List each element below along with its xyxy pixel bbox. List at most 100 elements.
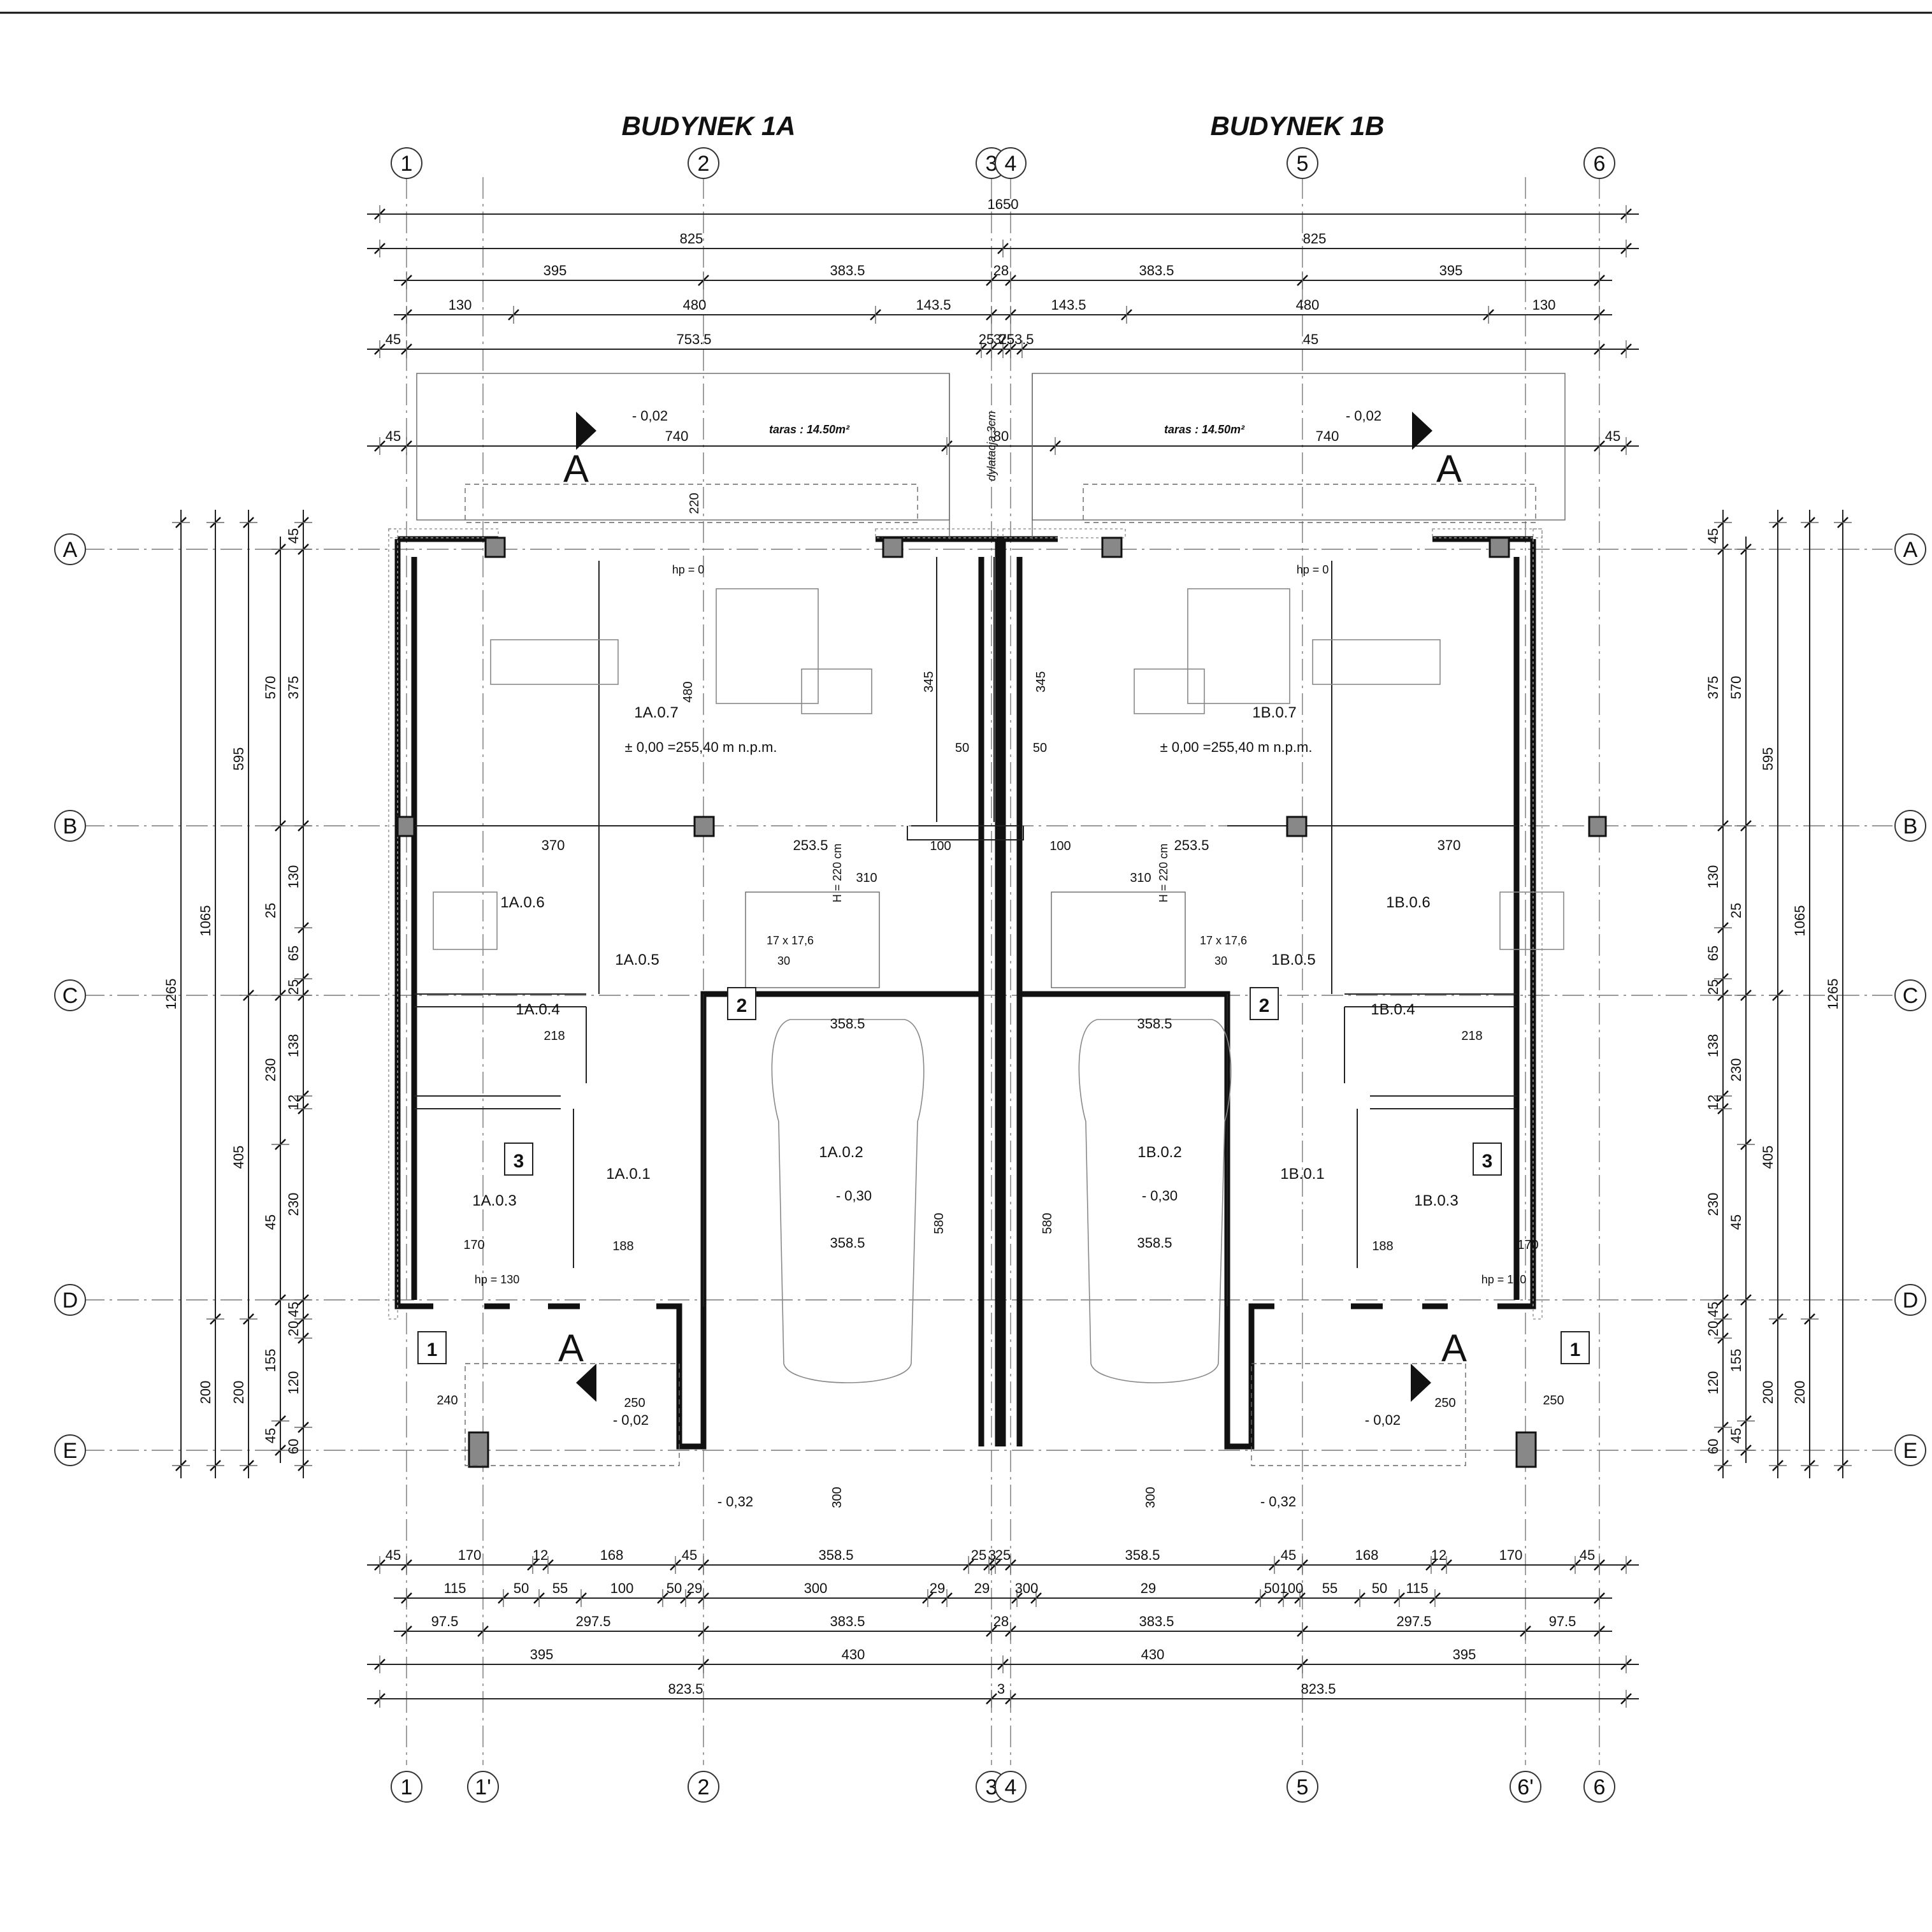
- section-arrow-icon: [576, 412, 596, 450]
- dim-label: 310: [1130, 871, 1151, 885]
- room-label: 1B.0.3: [1414, 1192, 1458, 1209]
- axis-bubble-icon: [54, 979, 86, 1011]
- dimension-label: 170: [1499, 1547, 1523, 1563]
- dimension-label: 50: [1264, 1580, 1280, 1596]
- axis-label: E: [1903, 1439, 1918, 1463]
- dimension-label: 45: [263, 1215, 278, 1230]
- dimension-label: 297.5: [575, 1613, 610, 1629]
- dimension-label: 430: [842, 1647, 865, 1662]
- axis-bubble-icon: [1287, 1771, 1318, 1803]
- dimension-label: 65: [1705, 946, 1721, 961]
- dimension-label: 823.5: [1301, 1681, 1336, 1697]
- room-label: 1B.0.5: [1271, 951, 1315, 969]
- dim-label: 358.5: [1137, 1016, 1172, 1032]
- dim-label: 345: [1034, 671, 1048, 692]
- dim-label: 253.5: [793, 837, 828, 853]
- dimension-label: 29: [930, 1580, 945, 1596]
- entry-number: 1: [427, 1339, 438, 1360]
- dimension-label: 170: [458, 1547, 482, 1563]
- dimension-label: 200: [231, 1381, 247, 1404]
- dimension-label: 570: [1728, 676, 1744, 700]
- dimension-label: 45: [386, 428, 401, 444]
- axis-label: B: [1903, 814, 1918, 839]
- stair-tread-label: 30: [777, 955, 790, 967]
- dimension-label: 383.5: [830, 263, 865, 278]
- axis-bubble-icon: [995, 147, 1027, 179]
- dim-label: 358.5: [830, 1235, 865, 1251]
- dimension-label: 28: [993, 1613, 1009, 1629]
- dimension-label: 168: [600, 1547, 624, 1563]
- room-label: 1A.0.4: [515, 1001, 559, 1018]
- entry-number-box: [1250, 987, 1279, 1020]
- axis-bubble-icon: [54, 1434, 86, 1466]
- dimension-label: 143.5: [1051, 297, 1086, 313]
- stair-step-label: 17 x 17,6: [1200, 934, 1247, 947]
- dimension-label: 45: [1281, 1547, 1296, 1563]
- dim-label: 50: [1033, 741, 1047, 755]
- dimension-label: 28: [993, 263, 1009, 278]
- dimension-label: 130: [449, 297, 472, 313]
- dimension-label: 60: [285, 1439, 301, 1454]
- dim-label: 370: [542, 837, 565, 853]
- dimension-label: 25: [263, 903, 278, 918]
- axis-label: C: [1903, 984, 1919, 1008]
- axis-label: 2: [698, 1775, 710, 1799]
- dimension-label: 823.5: [668, 1681, 703, 1697]
- section-arrow-icon: [576, 1364, 596, 1402]
- dimension-label: 825: [1303, 231, 1327, 247]
- dimension-label: 45: [386, 1547, 401, 1563]
- dimension-label: 115: [443, 1580, 466, 1596]
- dimension-label: 45: [386, 331, 401, 347]
- threshold-label: hp = 130: [475, 1273, 520, 1286]
- axis-bubble-icon: [688, 147, 719, 179]
- section-marker: A: [1441, 1327, 1467, 1369]
- dimension-label: 825: [680, 231, 703, 247]
- axis-label: E: [63, 1439, 78, 1463]
- axis-bubble-icon: [391, 147, 422, 179]
- axis-bubble-icon: [54, 1284, 86, 1316]
- dimension-label: 29: [687, 1580, 702, 1596]
- entry-number: 3: [514, 1151, 524, 1172]
- labels: 1A.0.7 1A.0.6 1A.0.5 1A.0.4 1A.0.3 1A.0.…: [417, 408, 1590, 1510]
- dimension-label: 12: [533, 1547, 548, 1563]
- dimension-label: 138: [1705, 1034, 1721, 1058]
- dimension-label: 395: [1453, 1647, 1476, 1662]
- level-label: - 0,02: [613, 1412, 649, 1428]
- dimension-label: 55: [552, 1580, 568, 1596]
- dimension-label: 3: [993, 331, 1001, 347]
- dimension-label: 12: [1431, 1547, 1446, 1563]
- dimension-label: 200: [1760, 1381, 1776, 1404]
- axis-label: 2: [698, 152, 710, 176]
- dimension-label: 155: [263, 1349, 278, 1373]
- axis-label: D: [1903, 1288, 1919, 1313]
- dimension-label: 740: [1316, 428, 1339, 444]
- entry-number-box: [504, 1143, 533, 1176]
- room-label: 1B.0.2: [1137, 1144, 1181, 1161]
- entry-number-box: [417, 1331, 447, 1364]
- dimension-label: 297.5: [1396, 1613, 1431, 1629]
- dim-label: 100: [1049, 839, 1071, 853]
- dimension-label: 25: [971, 1547, 986, 1563]
- dimension-label: 20: [285, 1321, 301, 1336]
- dimension-label: 29: [1141, 1580, 1156, 1596]
- dimension-label: 29: [974, 1580, 990, 1596]
- terrace-area-label: taras : 14.50m²: [1164, 423, 1245, 436]
- dimension-label: 200: [198, 1381, 213, 1404]
- dimension-label: 383.5: [830, 1613, 865, 1629]
- terrace-outlines: [416, 373, 1566, 1466]
- dimension-label: 480: [1296, 297, 1320, 313]
- entry-number: 2: [737, 995, 747, 1016]
- axis-label: 3: [986, 152, 998, 176]
- entry-number-box: [1561, 1331, 1590, 1364]
- dim-label: 250: [1543, 1394, 1564, 1408]
- axis-bubble-icon: [391, 1771, 422, 1803]
- room-label: 1A.0.5: [615, 951, 659, 969]
- axis-bubble-icon: [54, 533, 86, 565]
- dim-label: 170: [463, 1238, 484, 1252]
- level-label: - 0,32: [717, 1494, 753, 1510]
- stair-tread-label: 30: [1215, 955, 1227, 967]
- threshold-label: hp = 0: [672, 563, 705, 576]
- room-label: 1A.0.7: [634, 704, 678, 721]
- sofa-icon-2: [1187, 588, 1290, 704]
- dimension-label: 740: [665, 428, 689, 444]
